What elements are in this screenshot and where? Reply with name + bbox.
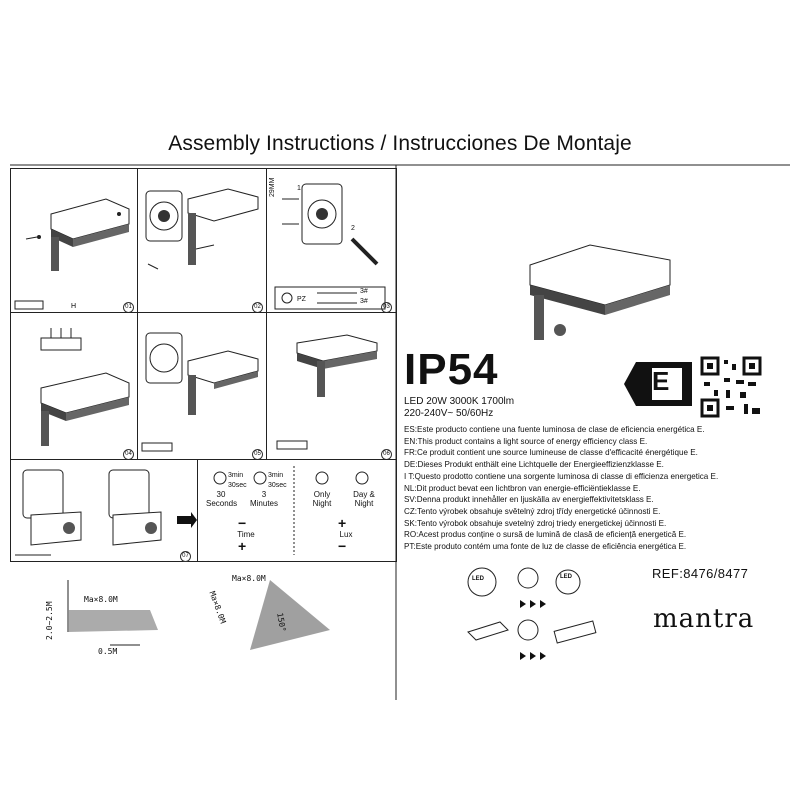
dial-time-min-small2: 30sec — [228, 482, 247, 489]
step-panel-4: 04 — [10, 312, 138, 460]
qr-code — [700, 356, 762, 418]
pz-label: PZ — [297, 296, 306, 303]
time-label: Time — [237, 530, 255, 539]
callout-1: 1 — [297, 185, 301, 192]
lux-label: Lux — [339, 530, 353, 539]
page-title: Assembly Instructions / Instrucciones De… — [168, 132, 632, 155]
legal-line: FR:Ce produit contient une source lumine… — [404, 448, 698, 458]
lux-minus: − — [338, 538, 347, 554]
dial-settings-panel: 3min 30sec 3min 30sec 30 Seconds 3 Minut… — [197, 459, 397, 562]
finished-fixture-illustration — [276, 334, 378, 450]
led-label-2: LED — [472, 576, 484, 582]
step-panel-1: H 01 — [10, 168, 138, 313]
brand-logo: mantra — [653, 604, 755, 634]
distance-label: 0.5M — [98, 647, 118, 656]
led-label: LED — [560, 574, 572, 580]
step-number: 07 — [180, 551, 191, 562]
legal-line: NL:Dit product bevat een lichtbron van e… — [404, 483, 641, 493]
step-panel-3: 1 2 29MM PZ 3# 3# 03 — [266, 168, 397, 313]
dial-time-max-label: 3 Minutes — [249, 490, 278, 508]
sensor-adjust-illustration — [15, 469, 197, 556]
legal-line: CZ:Tento výrobek obsahuje světelný zdroj… — [404, 506, 661, 516]
legal-line: I T:Questo prodotto contiene una sorgent… — [404, 471, 719, 481]
dial-lux-min-label: Only Night — [312, 490, 332, 508]
legal-line: DE:Dieses Produkt enthält eine Lichtquel… — [404, 460, 664, 470]
mounting-plate-illustration — [145, 188, 259, 270]
spec-line-2: 220-240V~ 50/60Hz — [404, 408, 494, 419]
step-panel-5: 05 — [137, 312, 267, 460]
attach-body-illustration — [141, 332, 259, 452]
range-left-label: Ma×8.0M — [84, 595, 118, 604]
dial-time-min-small: 3min — [228, 472, 244, 479]
dial-time-max-small: 3min — [268, 472, 284, 479]
energy-class-badge — [624, 362, 692, 406]
sensor-range-diagrams — [67, 580, 330, 650]
dimension-label: 29MM — [269, 177, 276, 197]
dial-graphics — [213, 466, 369, 555]
ip-rating: IP54 — [404, 345, 499, 394]
time-minus: − — [238, 515, 247, 531]
reference-number: REF:8476/8477 — [652, 566, 749, 581]
dial-time-max-small2: 30sec — [268, 482, 287, 489]
step-panel-6: 06 — [266, 312, 397, 460]
legal-line: SK:Tento výrobok obsahuje svetelný zdroj… — [404, 518, 667, 528]
product-illustration — [529, 244, 671, 340]
svg-text:H: H — [71, 303, 76, 310]
legal-line: RO:Acest produs conține o sursă de lumin… — [404, 530, 687, 540]
legal-line: ES:Este producto contiene una fuente lum… — [404, 425, 705, 434]
dial-lux-max-label: Day & Night — [353, 490, 375, 508]
legal-line: EN:This product contains a light source … — [404, 436, 648, 446]
wiring-illustration — [40, 328, 130, 446]
time-plus: + — [238, 538, 247, 554]
callout-2: 2 — [351, 225, 355, 232]
step-panel-7: 07 — [10, 459, 198, 562]
screw-size-2: 3# — [360, 298, 368, 305]
screw-fixing-illustration — [274, 183, 386, 310]
legal-text-block: ES:Este producto contiene una fuente lum… — [404, 424, 718, 553]
disposal-icons — [467, 567, 597, 660]
spec-line-1: LED 20W 3000K 1700lm — [404, 396, 515, 407]
legal-line: PT:Este produto contém uma fonte de luz … — [404, 542, 687, 552]
height-range-label: 2.0~2.5M — [45, 601, 54, 640]
screw-size-1: 3# — [360, 288, 368, 295]
energy-class-letter: E — [652, 366, 670, 396]
range-right-top-label: Ma×8.0M — [232, 574, 266, 583]
step-panel-2: 02 — [137, 168, 267, 313]
lux-plus: + — [338, 515, 347, 531]
legal-line: SV:Denna produkt innehåller en ljuskälla… — [404, 495, 654, 505]
wall-light-illustration: H — [14, 198, 130, 310]
dial-time-min-label: 30 Seconds — [206, 490, 238, 508]
